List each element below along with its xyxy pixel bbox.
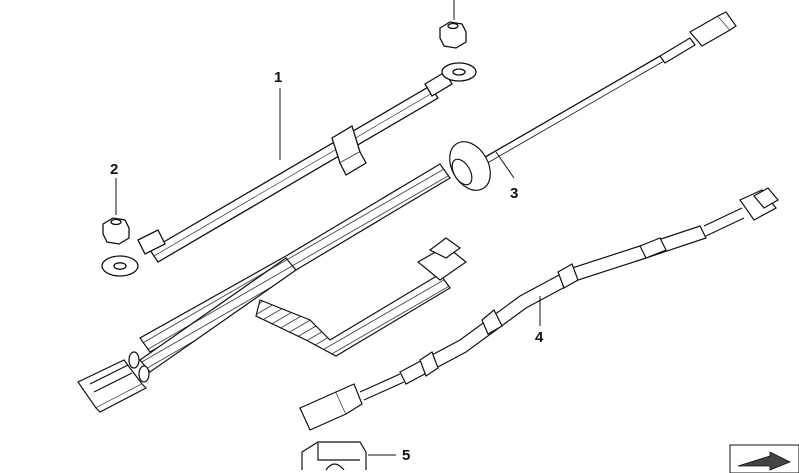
battery-cable-icon	[101, 62, 477, 277]
navigation-arrow-icon[interactable]	[729, 444, 799, 473]
callout-5: 5	[402, 447, 410, 464]
callout-1: 1	[274, 69, 282, 86]
cable-clip-icon	[301, 441, 367, 471]
callout-4: 4	[535, 329, 544, 346]
callout-2: 2	[110, 161, 118, 178]
callout-3: 3	[510, 185, 518, 202]
sensor-lead-icon	[299, 187, 779, 431]
hex-nut-icon	[102, 21, 467, 245]
leader-line-3	[495, 151, 515, 179]
wiring-harness-icon	[77, 11, 737, 413]
